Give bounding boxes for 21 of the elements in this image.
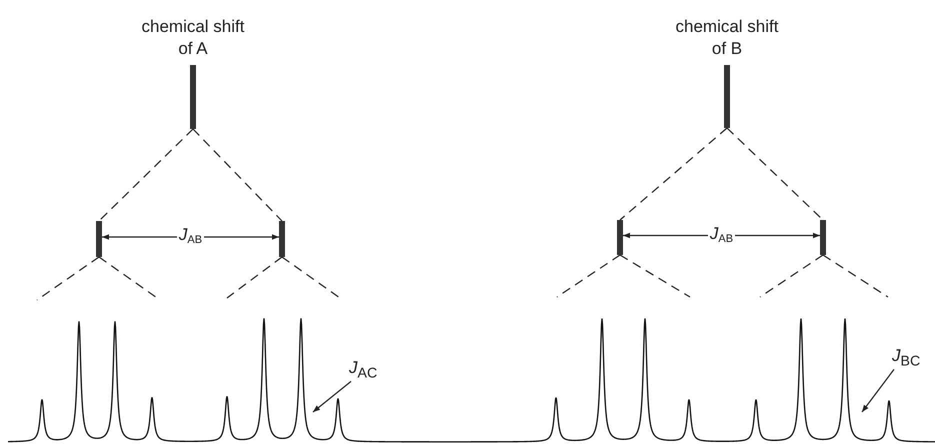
splitting-line: [822, 254, 888, 298]
split-line-bar: [617, 220, 623, 255]
splitting-line: [760, 254, 824, 298]
leader-arrow: [312, 380, 352, 412]
coupling-constant-label: J$_{AC}$: [349, 358, 378, 384]
splitting-line: [36, 256, 100, 300]
splitting-line: [192, 128, 282, 222]
splitting-line: [282, 256, 340, 298]
splitting-line: [556, 254, 620, 298]
split-line-bar: [820, 220, 826, 255]
chemical-shift-label: chemical shift of B: [674, 16, 780, 60]
splitting-line: [726, 128, 824, 220]
split-line-bar: [96, 221, 102, 257]
coupling-constant-label: J$_{BC}$: [892, 346, 920, 372]
splitting-line: [620, 128, 728, 220]
split-line-bar: [279, 221, 285, 257]
splitting-line: [98, 128, 194, 222]
chemical-shift-label: chemical shift of A: [140, 16, 246, 60]
splitting-line: [620, 254, 690, 298]
leader-arrow: [862, 369, 894, 412]
splitting-line: [226, 256, 282, 298]
